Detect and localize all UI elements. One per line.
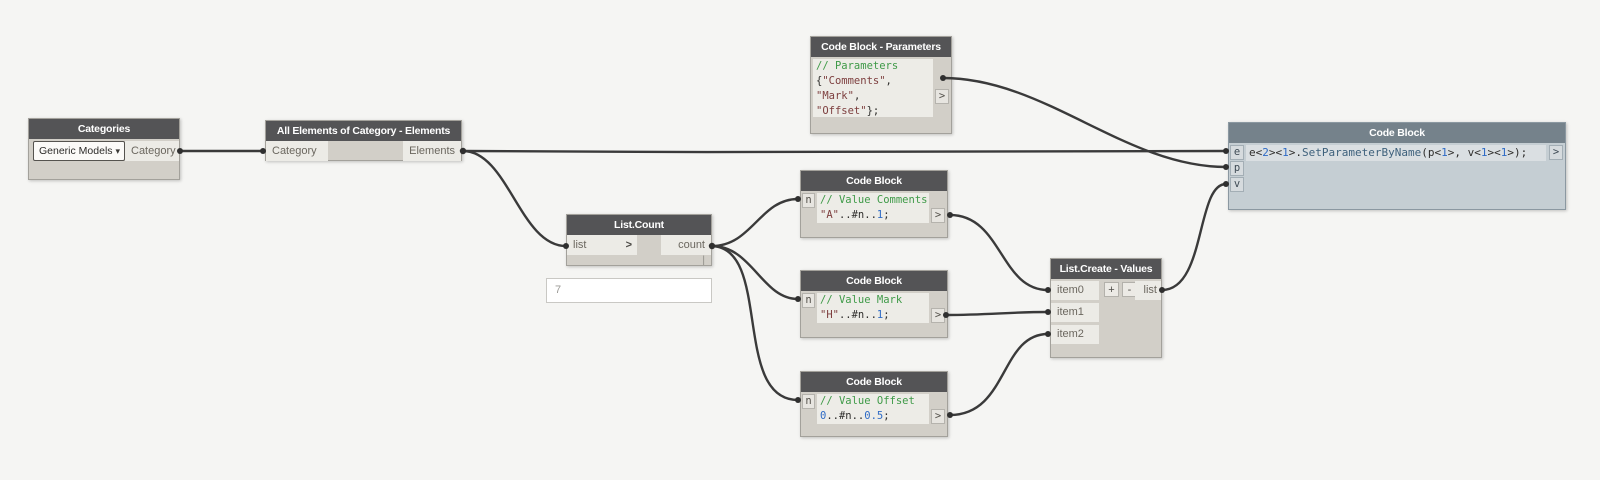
code-line: 0..#n..0.5; bbox=[820, 410, 890, 422]
code-line: "Offset"}; bbox=[816, 105, 880, 117]
code-line: // Parameters bbox=[816, 60, 899, 72]
node-body: // Parameters {"Comments", "Mark", "Offs… bbox=[811, 57, 951, 133]
wire-offset-to-item2[interactable] bbox=[949, 332, 1049, 417]
output-port-list[interactable]: list bbox=[1135, 281, 1161, 300]
input-port-p[interactable]: p bbox=[1230, 161, 1244, 176]
node-title[interactable]: List.Count bbox=[567, 215, 711, 235]
wire-elements-to-e[interactable] bbox=[462, 149, 1227, 154]
input-port-item0[interactable]: item0 bbox=[1051, 281, 1099, 300]
input-port-item2[interactable]: item2 bbox=[1051, 325, 1099, 344]
node-title[interactable]: Code Block bbox=[801, 171, 947, 191]
wire-count-to-mark[interactable] bbox=[711, 244, 799, 301]
wire-comments-to-item0[interactable] bbox=[949, 213, 1049, 292]
code-line: // Value Mark bbox=[820, 294, 903, 306]
node-title[interactable]: Code Block bbox=[1229, 123, 1565, 143]
list-level-chevron-icon[interactable]: > bbox=[625, 239, 632, 251]
node-body: n // Value Comments "A"..#n..1; > bbox=[801, 191, 947, 237]
output-port-category[interactable]: Category bbox=[125, 141, 179, 161]
node-title[interactable]: Code Block bbox=[801, 372, 947, 392]
node-footer: | bbox=[567, 255, 711, 266]
node-code-block-comments[interactable]: Code Block n // Value Comments "A"..#n..… bbox=[800, 170, 948, 238]
node-code-block-main[interactable]: Code Block e p v e<2><1>.SetParameterByN… bbox=[1228, 122, 1566, 210]
output-port[interactable]: > bbox=[931, 208, 945, 223]
input-port-v[interactable]: v bbox=[1230, 177, 1244, 192]
node-body: n // Value Mark "H"..#n..1; > bbox=[801, 291, 947, 337]
input-port-item1[interactable]: item1 bbox=[1051, 303, 1099, 322]
input-port-e[interactable]: e bbox=[1230, 145, 1244, 160]
output-port[interactable]: > bbox=[931, 409, 945, 424]
preview-bubble-list-count[interactable]: 7 bbox=[546, 278, 712, 303]
node-categories[interactable]: Categories Generic Models ▾ Category bbox=[28, 118, 180, 180]
input-port-category[interactable]: Category bbox=[266, 141, 328, 161]
category-dropdown[interactable]: Generic Models ▾ bbox=[33, 141, 125, 161]
node-code-block-parameters[interactable]: Code Block - Parameters // Parameters {"… bbox=[810, 36, 952, 134]
code-editor[interactable]: // Value Offset 0..#n..0.5; bbox=[817, 394, 929, 424]
node-code-block-mark[interactable]: Code Block n // Value Mark "H"..#n..1; > bbox=[800, 270, 948, 338]
node-code-block-offset[interactable]: Code Block n // Value Offset 0..#n..0.5;… bbox=[800, 371, 948, 437]
node-title[interactable]: List.Create - Values bbox=[1051, 259, 1161, 279]
wire-mark-to-item1[interactable] bbox=[945, 310, 1049, 317]
node-body: e p v e<2><1>.SetParameterByName(p<1>, v… bbox=[1229, 143, 1565, 209]
node-title[interactable]: Categories bbox=[29, 119, 179, 139]
code-line: "A"..#n..1; bbox=[820, 209, 890, 221]
node-list-create[interactable]: List.Create - Values item0 item1 item2 +… bbox=[1050, 258, 1162, 358]
output-port[interactable]: > bbox=[931, 308, 945, 323]
add-input-button[interactable]: + bbox=[1104, 282, 1119, 297]
code-line: // Value Comments bbox=[820, 194, 928, 206]
input-port-list[interactable]: list > bbox=[567, 235, 637, 255]
node-body: list > count bbox=[567, 235, 711, 255]
input-port-label: list bbox=[573, 239, 587, 251]
input-port-n[interactable]: n bbox=[802, 394, 815, 409]
code-editor[interactable]: e<2><1>.SetParameterByName(p<1>, v<1><1>… bbox=[1246, 145, 1546, 161]
node-body: Generic Models ▾ Category bbox=[29, 139, 179, 179]
input-port-n[interactable]: n bbox=[802, 193, 815, 208]
node-all-elements-of-category[interactable]: All Elements of Category - Elements Cate… bbox=[265, 120, 462, 161]
wire-parameters-to-p[interactable] bbox=[942, 76, 1227, 169]
code-line: "H"..#n..1; bbox=[820, 309, 890, 321]
node-body: item0 item1 item2 + - list bbox=[1051, 279, 1161, 357]
output-port[interactable]: > bbox=[1549, 145, 1563, 160]
node-body: Category Elements bbox=[266, 141, 461, 161]
code-line: {"Comments", bbox=[816, 75, 892, 87]
node-title[interactable]: Code Block - Parameters bbox=[811, 37, 951, 57]
code-editor[interactable]: // Parameters {"Comments", "Mark", "Offs… bbox=[813, 59, 933, 117]
code-line: "Mark", bbox=[816, 90, 861, 102]
wire-count-to-offset[interactable] bbox=[711, 244, 799, 402]
node-body-spacer bbox=[637, 235, 661, 255]
input-port-n[interactable]: n bbox=[802, 293, 815, 308]
node-body-spacer bbox=[328, 141, 403, 161]
output-port-elements[interactable]: Elements bbox=[403, 141, 461, 161]
lacing-indicator[interactable]: | bbox=[702, 255, 705, 266]
node-title[interactable]: All Elements of Category - Elements bbox=[266, 121, 461, 141]
node-list-count[interactable]: List.Count list > count | bbox=[566, 214, 712, 266]
wire-list-to-v[interactable] bbox=[1161, 182, 1227, 292]
node-title[interactable]: Code Block bbox=[801, 271, 947, 291]
node-body: n // Value Offset 0..#n..0.5; > bbox=[801, 392, 947, 436]
wire-count-to-comments[interactable] bbox=[711, 197, 799, 248]
output-port-count[interactable]: count bbox=[661, 235, 711, 255]
wire-elements-to-listcount[interactable] bbox=[462, 149, 567, 248]
output-port[interactable]: > bbox=[935, 89, 949, 104]
dropdown-value: Generic Models bbox=[39, 145, 113, 157]
chevron-down-icon: ▾ bbox=[115, 146, 120, 156]
code-line: // Value Offset bbox=[820, 395, 915, 407]
code-editor[interactable]: // Value Comments "A"..#n..1; bbox=[817, 193, 929, 223]
code-editor[interactable]: // Value Mark "H"..#n..1; bbox=[817, 293, 929, 323]
